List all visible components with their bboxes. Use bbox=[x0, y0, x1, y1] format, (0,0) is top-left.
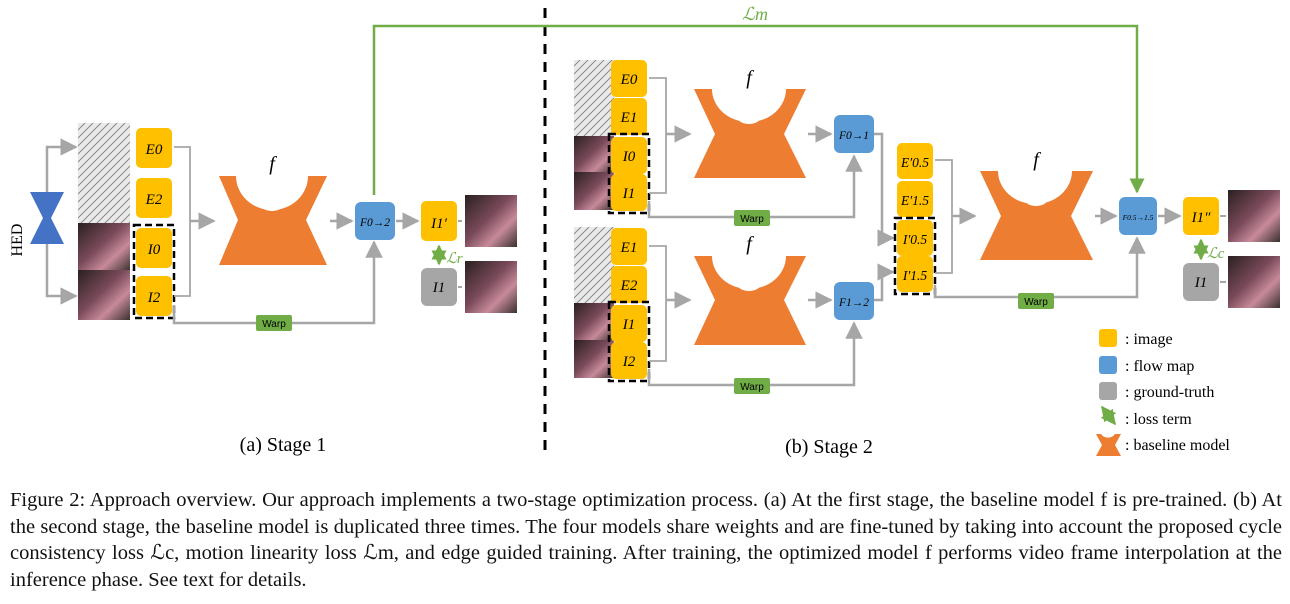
bottom-input-e2 bbox=[611, 266, 647, 303]
input-box-i0 bbox=[136, 228, 172, 268]
input-label-e0: E0 bbox=[145, 142, 163, 158]
bottom-input-label-i1: I1 bbox=[622, 317, 636, 333]
third-model-icon bbox=[980, 171, 1093, 260]
bottom-warp-box bbox=[734, 378, 770, 394]
bottom-input-i1 bbox=[611, 305, 647, 342]
top-model-label: f bbox=[746, 67, 754, 89]
frame-thumb-2 bbox=[78, 270, 130, 320]
warp-label: Warp bbox=[262, 319, 286, 330]
bottom-input-label-e2: E2 bbox=[620, 278, 638, 294]
stage2-gt-box bbox=[1183, 263, 1219, 301]
warp-box bbox=[256, 315, 292, 331]
top-input-e0 bbox=[611, 60, 647, 97]
legend-text-flow: : flow map bbox=[1125, 358, 1194, 375]
stage2-gt-label: I1 bbox=[1194, 275, 1208, 291]
flow-map-box bbox=[355, 202, 395, 240]
input-box-e0 bbox=[136, 128, 172, 168]
top-input-label-i1: I1 bbox=[622, 186, 636, 202]
top-flow-box bbox=[834, 115, 874, 153]
flow-label: F0→2 bbox=[359, 217, 390, 229]
third-warp-label: Warp bbox=[1024, 297, 1048, 308]
output-box bbox=[421, 201, 457, 241]
motion-linearity-path bbox=[372, 24, 1145, 195]
bottom-flow-box bbox=[834, 282, 874, 320]
legend-text-loss: : loss term bbox=[1125, 411, 1192, 428]
top-warp-box bbox=[734, 210, 770, 226]
mid-input-label-e15: E′1.5 bbox=[900, 193, 929, 208]
mid-input-label-i05: I′0.5 bbox=[902, 232, 928, 247]
bottom-input-label-e1: E1 bbox=[620, 240, 638, 256]
input-box-i2 bbox=[136, 276, 172, 316]
frame-thumb-0 bbox=[78, 223, 130, 271]
caption-line-3: and are fine-tuned by taking into accoun… bbox=[10, 515, 1282, 565]
model-label-f: f bbox=[269, 153, 277, 175]
hed-label: HED bbox=[9, 224, 26, 257]
top-input-i0 bbox=[611, 137, 647, 174]
lm-label: ℒm bbox=[742, 4, 768, 24]
mid-input-i15 bbox=[897, 256, 933, 292]
top-input-label-i0: I0 bbox=[622, 149, 636, 165]
stage2-label: (b) Stage 2 bbox=[785, 436, 873, 458]
bottom-input-i2 bbox=[611, 342, 647, 379]
output-label: I1′ bbox=[430, 216, 447, 232]
ground-truth-box bbox=[421, 268, 457, 306]
third-model-label: f bbox=[1033, 149, 1041, 171]
edge-thumb-0 bbox=[78, 123, 130, 175]
third-warp-box bbox=[1018, 293, 1054, 309]
legend-swatch-gt bbox=[1099, 382, 1117, 400]
mid-input-e15 bbox=[897, 181, 933, 217]
legend-swatch-flow bbox=[1099, 356, 1117, 374]
mid-input-i05 bbox=[897, 220, 933, 256]
legend-text-image: : image bbox=[1125, 331, 1173, 348]
legend-swatch-image bbox=[1099, 329, 1117, 347]
top-input-label-e0: E0 bbox=[620, 72, 638, 88]
stage2-output-thumb bbox=[1228, 190, 1280, 242]
gt-frame-thumb bbox=[465, 261, 517, 313]
stage2: E0 E1 I0 I1 f F0→1 Warp E1 E2 I1 I2 bbox=[574, 60, 1280, 458]
input-label-i2: I2 bbox=[147, 290, 161, 306]
bottom-warp-label: Warp bbox=[740, 382, 764, 393]
top-flow-label: F0→1 bbox=[838, 130, 869, 142]
bottom-input-e1 bbox=[611, 228, 647, 265]
loss-label: ℒr bbox=[446, 251, 463, 267]
mid-input-e05 bbox=[897, 143, 933, 179]
bottom-input-label-i2: I2 bbox=[622, 354, 636, 370]
baseline-model-icon bbox=[219, 176, 327, 265]
ground-truth-label: I1 bbox=[432, 280, 446, 296]
output-frame-thumb bbox=[465, 195, 517, 247]
bottom-model-icon bbox=[694, 256, 806, 345]
top-input-e1 bbox=[611, 98, 647, 135]
legend-model-icon bbox=[1096, 434, 1121, 456]
stage1: HED E0 E2 I0 I2 f F0→2 I1′ bbox=[9, 123, 517, 456]
caption-line-1: Figure 2: Approach overview. Our approac… bbox=[10, 489, 1038, 511]
stage2-gt-thumb bbox=[1228, 256, 1280, 308]
input-box-e2 bbox=[136, 178, 172, 218]
third-flow-label: F0.5→1.5 bbox=[1122, 213, 1154, 222]
stage1-label: (a) Stage 1 bbox=[240, 434, 327, 456]
stage2-output-label: I1″ bbox=[1191, 210, 1211, 226]
top-input-label-e1: E1 bbox=[620, 110, 638, 126]
caption-line-2: model f is pre-trained. (b) At the secon… bbox=[10, 489, 1283, 538]
hed-model-icon bbox=[30, 192, 64, 244]
legend-loss-icon bbox=[1100, 405, 1117, 426]
bottom-model-label: f bbox=[746, 233, 754, 255]
figure-caption: Figure 2: Approach overview. Our approac… bbox=[10, 487, 1282, 593]
input-label-e2: E2 bbox=[145, 192, 163, 208]
top-input-i1 bbox=[611, 174, 647, 211]
bottom-flow-label: F1→2 bbox=[838, 297, 869, 309]
mid-input-label-i15: I′1.5 bbox=[902, 268, 928, 283]
legend-text-gt: : ground-truth bbox=[1125, 384, 1214, 401]
mid-input-label-e05: E′0.5 bbox=[900, 155, 929, 170]
caption-line-4: training. After training, the optimized … bbox=[10, 542, 1283, 591]
stage2-output-box bbox=[1183, 197, 1219, 235]
top-model-icon bbox=[694, 89, 806, 178]
top-warp-label: Warp bbox=[740, 214, 764, 225]
edge-thumb-2 bbox=[78, 173, 130, 225]
third-flow-box bbox=[1119, 197, 1157, 235]
legend: : image : flow map : ground-truth : loss… bbox=[1096, 329, 1230, 456]
legend-text-model: : baseline model bbox=[1125, 437, 1230, 454]
stage2-loss-label: ℒc bbox=[1207, 246, 1225, 262]
approach-diagram: ℒm HED E0 E2 I0 I2 f F0→2 bbox=[9, 4, 1280, 458]
input-label-i0: I0 bbox=[147, 242, 161, 258]
